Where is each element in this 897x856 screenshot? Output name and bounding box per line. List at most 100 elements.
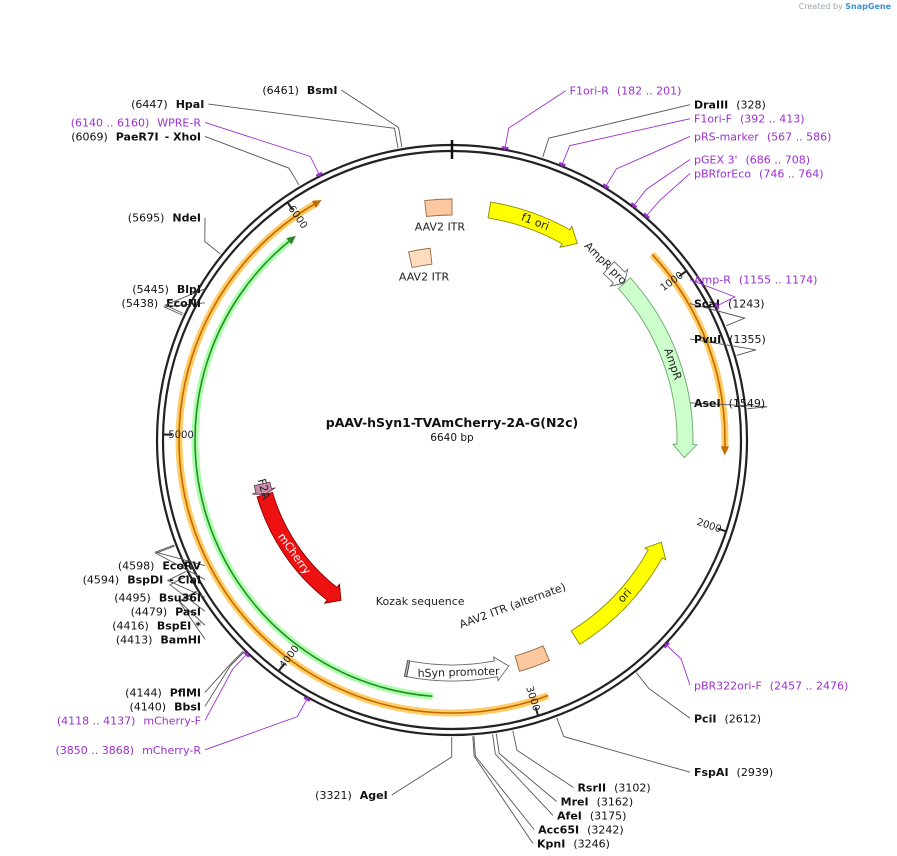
enzyme-econi-pos-label: (5438): [122, 297, 159, 310]
enzyme-bbsi-name: BbsI: [174, 700, 201, 713]
primer-wpre-r-range: (6140 .. 6160): [71, 116, 150, 129]
enzyme-agei-label[interactable]: (3321)AgeI: [315, 789, 388, 802]
enzyme-draiii-label[interactable]: DraIII(328): [694, 99, 766, 112]
enzyme-rsrii-label[interactable]: RsrII(3102): [577, 781, 650, 794]
enzyme-bspei-label[interactable]: (4416)BspEI*: [112, 619, 201, 632]
feature-label-aav2-itr: AAV2 ITR: [415, 220, 466, 233]
enzyme-afei-name: AfeI: [557, 809, 582, 822]
tick-label-3000: 3000: [523, 685, 541, 713]
feature-f2a[interactable]: [252, 481, 276, 496]
primer-pbr322ori-f-label[interactable]: pBR322ori-F (2457 .. 2476): [694, 679, 848, 692]
tick-4000: [278, 663, 285, 672]
primer-pbrforeco-site: [643, 212, 650, 219]
primer-amp-r-label[interactable]: Amp-R(1155 .. 1174): [694, 274, 817, 287]
enzyme-acc65i-leader: [473, 736, 535, 830]
enzyme-asei-pos-label: (1549): [729, 397, 766, 410]
enzyme-paer7i-label[interactable]: (6069)PaeR7I- XhoI: [71, 130, 201, 143]
feature-label-kozak-sequence: Kozak sequence: [376, 595, 465, 608]
primer-mcherry-r-label[interactable]: (3850 .. 3868)mCherry-R: [56, 744, 202, 757]
enzyme-mrei-label[interactable]: MreI(3162): [561, 795, 634, 808]
enzyme-kpni-pos-label: (3246): [573, 837, 610, 850]
primer-f1ori-r-label[interactable]: F1ori-R(182 .. 201): [570, 85, 682, 98]
feature-f1-ori[interactable]: [487, 201, 578, 248]
primer-mcherry-f-name: mCherry-F: [143, 714, 201, 727]
enzyme-ecorv-name: EcoRV: [162, 560, 201, 573]
enzyme-econi-label[interactable]: (5438) EcoNI: [122, 297, 201, 310]
enzyme-bamhi-label[interactable]: (4413)BamHI: [116, 633, 201, 646]
enzyme-kpni-label[interactable]: KpnI(3246): [537, 837, 610, 850]
feature-ampr-promoter[interactable]: [602, 261, 629, 287]
feature-ampr[interactable]: [617, 277, 699, 459]
orange-lower-arc-band: [175, 199, 550, 717]
enzyme-ecorv-pos-label: (4598): [118, 560, 155, 573]
feature-aav2-itr[interactable]: [424, 198, 453, 217]
primer-prs-marker-label[interactable]: pRS-marker(567 .. 586): [694, 130, 831, 143]
enzyme-econi-name: EcoNI: [166, 297, 201, 310]
enzyme-bsu36i-pos-label: (4495): [114, 591, 151, 604]
enzyme-pasi-label[interactable]: (4479)PasI: [131, 605, 201, 618]
credit-prefix: Created by: [798, 2, 843, 11]
feature-ori[interactable]: [570, 541, 667, 646]
enzyme-hpai-label[interactable]: (6447)HpaI: [131, 98, 204, 111]
enzyme-pasi-pos-label: (4479): [131, 605, 168, 618]
enzyme-scai-label[interactable]: ScaI(1243): [694, 298, 765, 311]
feature-label-aav2-itr-alternate: AAV2 ITR (alternate): [458, 580, 568, 631]
enzyme-bsu36i-leader: [166, 571, 206, 598]
enzyme-pvui-leader: [689, 338, 757, 356]
primer-mcherry-f-site: [243, 651, 250, 658]
enzyme-afei-label[interactable]: AfeI(3175): [557, 809, 626, 822]
enzyme-afei-leader: [492, 734, 554, 816]
enzyme-blpi-leader: [164, 288, 206, 314]
enzyme-pcii-label[interactable]: PciI(2612): [694, 712, 761, 725]
enzyme-bsmi-label[interactable]: (6461)BsmI: [262, 84, 337, 97]
enzyme-sites: DraIII(328) ScaI(1243) PvuI(1355) AseI(1549…: [71, 84, 773, 850]
primer-pbr322ori-f-name: pBR322ori-F: [694, 679, 762, 692]
enzyme-ecorv-label[interactable]: (4598) EcoRV: [118, 560, 202, 573]
enzyme-pasi-leader: [169, 575, 206, 612]
enzyme-rsrii-leader: [512, 730, 574, 788]
enzyme-draiii-name: DraIII: [694, 99, 728, 112]
enzyme-bsmi-name: BsmI: [307, 84, 338, 97]
enzyme-asei-label[interactable]: AseI(1549): [694, 397, 765, 410]
snapgene-credit: Created by SnapGene: [799, 2, 891, 11]
primer-f1ori-f-label[interactable]: F1ori-F(392 .. 413): [694, 113, 805, 126]
enzyme-bbsi-label[interactable]: (4140)BbsI: [130, 700, 201, 713]
enzyme-bspdi-name: BspDI: [127, 574, 163, 587]
snapgene-brand: SnapGene: [845, 2, 891, 11]
tick-2000: [717, 527, 726, 533]
enzyme-paer7i-extra: - XhoI: [165, 130, 201, 143]
primer-f1ori-r-site: [501, 146, 509, 150]
enzyme-bspdi-label[interactable]: (4594)BspDI- ClaI: [83, 574, 201, 587]
enzyme-blpi-label[interactable]: (5445)BlpI: [132, 283, 201, 296]
feature-label-aav2-itr: AAV2 ITR: [399, 270, 450, 283]
enzyme-blpi-name: BlpI: [177, 283, 201, 296]
primer-pgex-3-range: (686 .. 708): [746, 153, 811, 166]
primer-mcherry-f-label[interactable]: (4118 .. 4137)mCherry-F: [57, 714, 201, 727]
enzyme-ndei-leader: [204, 217, 221, 255]
primer-pgex-3-label[interactable]: pGEX 3'(686 .. 708): [694, 153, 810, 166]
green-arc-band: [191, 236, 433, 700]
primer-wpre-r-label[interactable]: (6140 .. 6160)WPRE-R: [71, 116, 202, 129]
enzyme-fspai-pos-label: (2939): [737, 766, 774, 779]
enzyme-bspei-name: BspEI: [157, 619, 191, 632]
enzyme-bsu36i-label[interactable]: (4495)Bsu36I: [114, 591, 201, 604]
enzyme-pflmi-label[interactable]: (4144)PflMI: [125, 686, 201, 699]
enzyme-acc65i-label[interactable]: Acc65I(3242): [538, 823, 624, 836]
enzyme-ndei-label[interactable]: (5695)NdeI: [128, 212, 201, 225]
enzyme-hpai-pos-label: (6447): [131, 98, 168, 111]
enzyme-bsmi-leader: [341, 89, 403, 148]
feature-aav2-itr-alternate[interactable]: [514, 645, 551, 672]
enzyme-fspai-label[interactable]: FspAI(2939): [694, 766, 773, 779]
enzyme-bamhi-name: BamHI: [160, 633, 201, 646]
enzyme-agei-name: AgeI: [360, 789, 388, 802]
feature-kozak-sequence[interactable]: [403, 660, 411, 678]
enzyme-pcii-leader: [636, 672, 691, 719]
primer-pbr322ori-f-range: (2457 .. 2476): [770, 679, 849, 692]
enzyme-pvui-label[interactable]: PvuI(1355): [694, 333, 766, 346]
primer-pbrforeco-label[interactable]: pBRforEco(746 .. 764): [694, 167, 824, 180]
orange-lower-arc-line: [178, 201, 549, 714]
primer-f1ori-f-site: [558, 161, 566, 167]
feature-aav2-itr[interactable]: [408, 247, 433, 269]
enzyme-ndei-name: NdeI: [172, 212, 201, 225]
